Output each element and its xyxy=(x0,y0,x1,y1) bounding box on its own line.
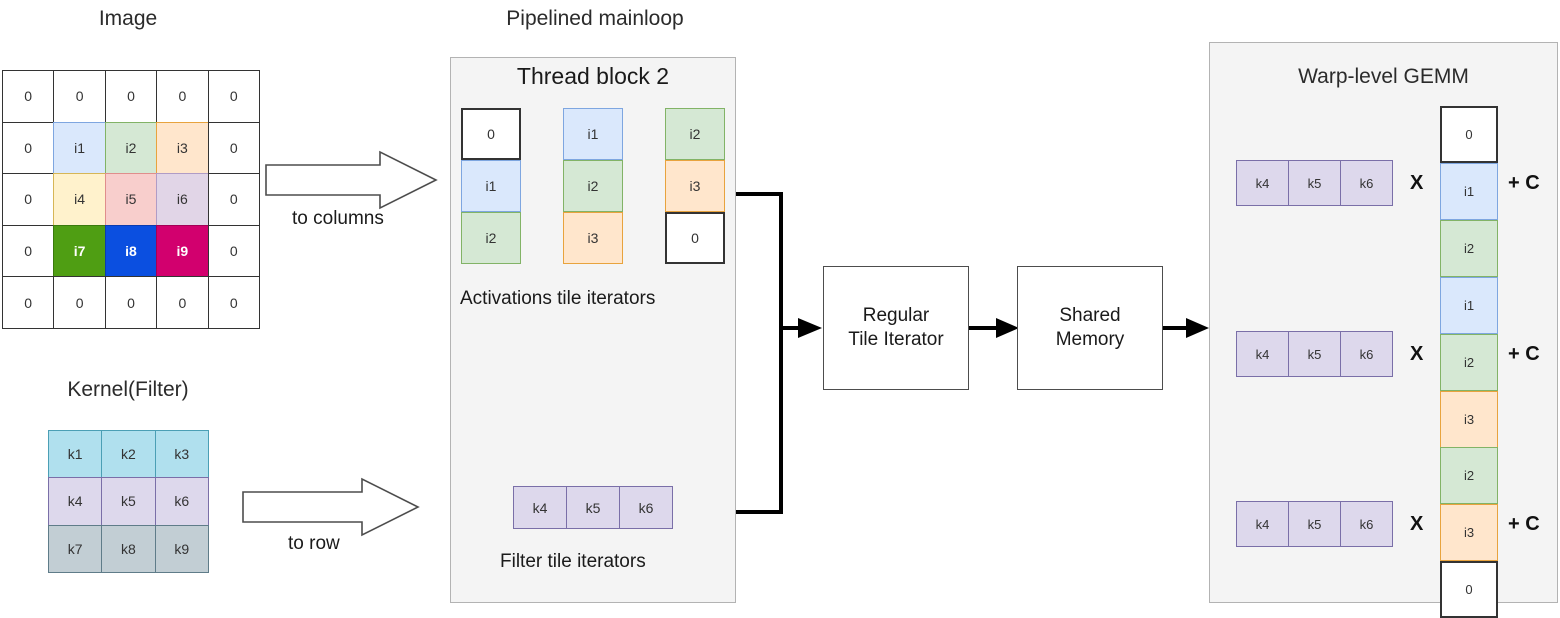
gemm-multiply-symbol-0: X xyxy=(1410,172,1424,194)
image-cell-0-3-4: 0 xyxy=(207,224,260,278)
to-columns-label: to columns xyxy=(292,208,384,229)
filters-caption: Filter tile iterators xyxy=(500,551,646,572)
gemm-i-cell-0-0: 0 xyxy=(1440,106,1498,163)
image-title: Image xyxy=(98,7,158,30)
to-columns-arrow xyxy=(265,150,438,210)
activation-tile-2-1: i3 xyxy=(665,160,725,212)
gemm-i-cell-0-i1: i1 xyxy=(1440,163,1498,220)
image-cell-i8-3-2: i8 xyxy=(104,224,158,278)
gemm-k-cell-0-k6: k6 xyxy=(1340,160,1393,206)
gemm-accumulate-symbol-2: + C xyxy=(1508,513,1540,535)
kernel-cell-k9: k9 xyxy=(154,524,209,573)
image-cell-0-0-4: 0 xyxy=(207,70,260,123)
to-row-arrow xyxy=(242,477,420,537)
gemm-k-cell-2-k4: k4 xyxy=(1236,501,1289,547)
gemm-i-cell-1-i3: i3 xyxy=(1440,391,1498,448)
activation-tile-2-2: 0 xyxy=(665,212,725,264)
gemm-k-cell-1-k4: k4 xyxy=(1236,331,1289,377)
gemm-k-cell-1-k6: k6 xyxy=(1340,331,1393,377)
to-row-label: to row xyxy=(288,533,340,554)
gemm-i-cell-1-i1: i1 xyxy=(1440,277,1498,334)
activation-tile-1-2: i3 xyxy=(563,212,623,264)
gemm-k-cell-0-k4: k4 xyxy=(1236,160,1289,206)
threadblock-merge-bracket xyxy=(736,192,783,514)
activations-caption: Activations tile iterators xyxy=(460,288,656,309)
kernel-cell-k2: k2 xyxy=(101,430,156,479)
image-cell-i6-2-3: i6 xyxy=(156,173,209,226)
gemm-i-cell-1-i2: i2 xyxy=(1440,334,1498,391)
kernel-cell-k6: k6 xyxy=(154,477,209,526)
activation-tile-0-0: 0 xyxy=(461,108,521,160)
image-cell-0-1-4: 0 xyxy=(207,121,260,175)
pipelined-mainloop-title: Pipelined mainloop xyxy=(506,7,684,30)
filter-tile-k4: k4 xyxy=(513,486,567,529)
image-cell-i3-1-3: i3 xyxy=(156,121,209,175)
arrowhead-to-warp-gemm xyxy=(1186,318,1209,338)
image-cell-0-4-2: 0 xyxy=(104,276,158,329)
shared-memory-line1: Shared xyxy=(1059,305,1121,327)
kernel-cell-k7: k7 xyxy=(48,524,103,573)
gemm-i-cell-2-0: 0 xyxy=(1440,561,1498,618)
activation-tile-2-0: i2 xyxy=(665,108,725,160)
image-cell-0-0-2: 0 xyxy=(104,70,158,123)
regular-tile-iterator-box[interactable]: Regular Tile Iterator xyxy=(823,266,969,390)
image-cell-0-0-3: 0 xyxy=(156,70,209,123)
activation-tile-1-1: i2 xyxy=(563,160,623,212)
gemm-k-cell-1-k5: k5 xyxy=(1288,331,1341,377)
gemm-i-cell-2-i3: i3 xyxy=(1440,504,1498,561)
regular-tile-iterator-line1: Regular xyxy=(862,305,930,327)
gemm-i-cell-0-i2: i2 xyxy=(1440,220,1498,277)
image-cell-0-4-4: 0 xyxy=(207,276,260,329)
warp-gemm-title: Warp-level GEMM xyxy=(1298,65,1469,88)
gemm-multiply-symbol-2: X xyxy=(1410,513,1424,535)
gemm-multiply-symbol-1: X xyxy=(1410,343,1424,365)
filter-tile-k6: k6 xyxy=(619,486,673,529)
image-cell-0-2-4: 0 xyxy=(207,173,260,226)
arrowhead-to-shared-memory xyxy=(996,318,1019,338)
gemm-k-cell-2-k5: k5 xyxy=(1288,501,1341,547)
gemm-accumulate-symbol-0: + C xyxy=(1508,172,1540,194)
image-cell-0-4-0: 0 xyxy=(2,276,55,329)
gemm-k-cell-2-k6: k6 xyxy=(1340,501,1393,547)
regular-tile-iterator-line2: Tile Iterator xyxy=(848,329,944,350)
activation-tile-0-2: i2 xyxy=(461,212,521,264)
activation-tile-0-1: i1 xyxy=(461,160,521,212)
image-cell-i9-3-3: i9 xyxy=(156,224,209,278)
activation-tile-1-0: i1 xyxy=(563,108,623,160)
gemm-i-cell-2-i2: i2 xyxy=(1440,447,1498,504)
shared-memory-box[interactable]: Shared Memory xyxy=(1017,266,1163,390)
image-cell-i4-2-1: i4 xyxy=(53,173,106,226)
gemm-accumulate-symbol-1: + C xyxy=(1508,343,1540,365)
shared-memory-line2: Memory xyxy=(1055,329,1125,350)
thread-block-title: Thread block 2 xyxy=(516,63,670,89)
gemm-k-cell-0-k5: k5 xyxy=(1288,160,1341,206)
image-cell-i7-3-1: i7 xyxy=(53,224,106,278)
kernel-cell-k3: k3 xyxy=(154,430,209,479)
filter-tile-k5: k5 xyxy=(566,486,620,529)
kernel-title: Kernel(Filter) xyxy=(67,378,189,401)
image-cell-0-3-0: 0 xyxy=(2,224,55,278)
arrowhead-to-regular-tile-iterator xyxy=(798,318,822,338)
